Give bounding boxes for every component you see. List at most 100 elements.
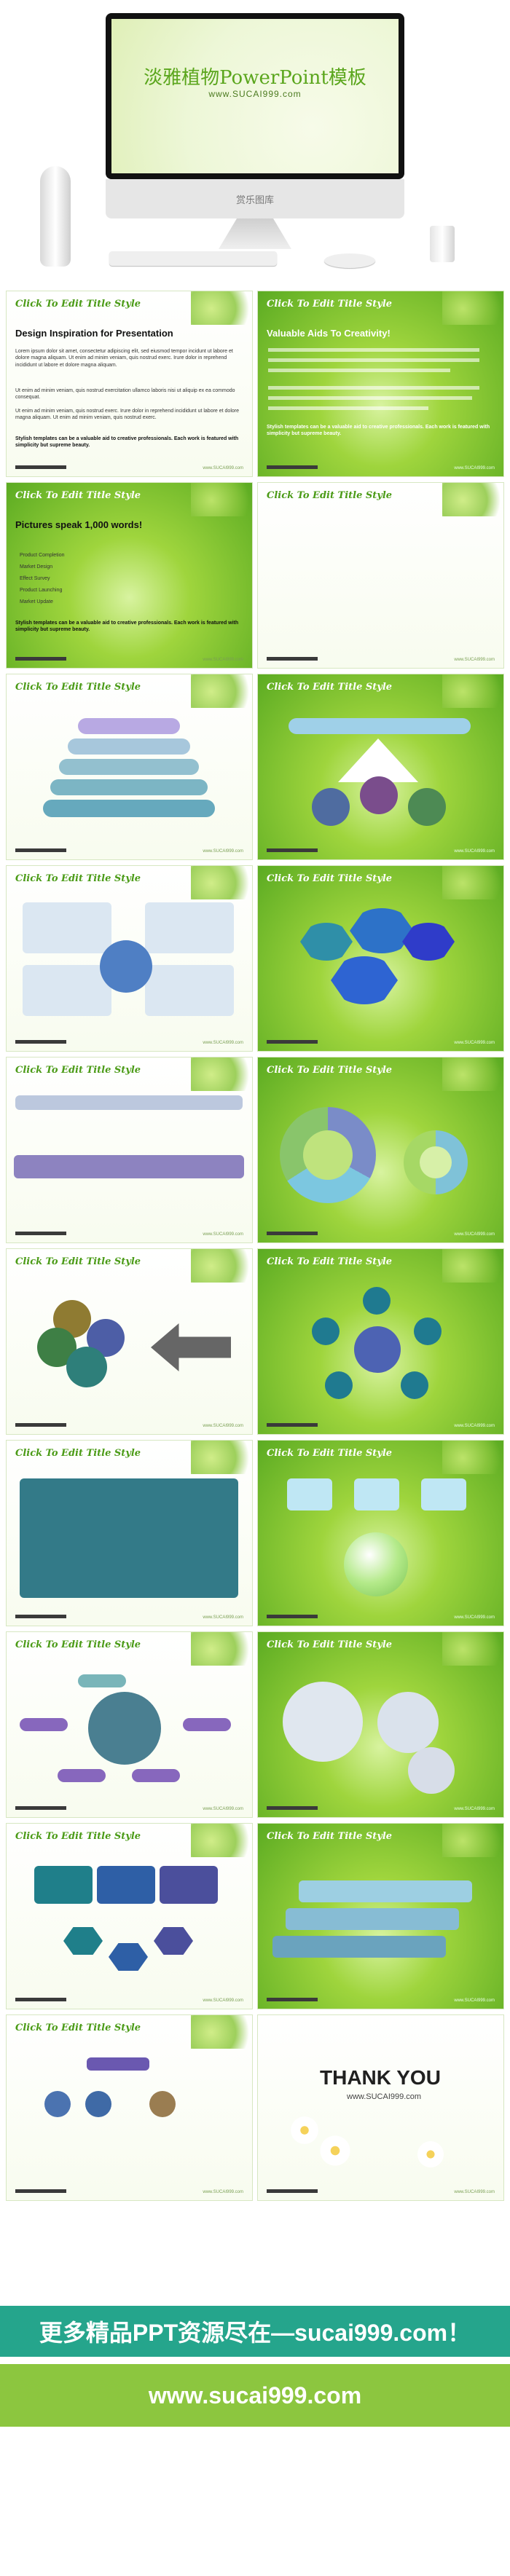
leaf-decoration-icon xyxy=(442,674,503,708)
slide-footer-text: www.SUCAI999.com xyxy=(203,1615,243,1620)
leaf-decoration-icon xyxy=(191,674,252,708)
slide-11: Click To Edit Title Style www.SUCAI999.c… xyxy=(6,1248,253,1435)
footer-bar xyxy=(15,1232,66,1235)
org-node xyxy=(44,2091,71,2117)
slide-footer-text: www.SUCAI999.com xyxy=(454,1041,495,1045)
stack-layer xyxy=(50,779,208,795)
slide-6: Click To Edit Title Style www.SUCAI999.c… xyxy=(257,674,504,860)
slide-title: Click To Edit Title Style xyxy=(15,1831,141,1842)
panel-box xyxy=(15,1095,243,1110)
leaf-decoration-icon xyxy=(191,1249,252,1283)
footer-bar xyxy=(267,657,318,661)
slide-15: Click To Edit Title Style www.SUCAI999.c… xyxy=(6,1631,253,1818)
slide-title: Click To Edit Title Style xyxy=(267,682,393,693)
node-circle xyxy=(401,1371,428,1399)
gear-icon xyxy=(377,1692,439,1753)
slide-footer-text: www.SUCAI999.com xyxy=(454,849,495,854)
slide-title: Click To Edit Title Style xyxy=(15,490,141,501)
slide-footer-text: www.SUCAI999.com xyxy=(203,1041,243,1045)
center-circle xyxy=(88,1692,161,1765)
slide-title: Click To Edit Title Style xyxy=(267,1639,393,1650)
slide-12: Click To Edit Title Style www.SUCAI999.c… xyxy=(257,1248,504,1435)
slide-17: Click To Edit Title Style www.SUCAI999.c… xyxy=(6,1823,253,2009)
table xyxy=(20,1478,238,1598)
hexagon-shape xyxy=(350,908,414,953)
flower-icon xyxy=(318,2133,353,2168)
gear-icon xyxy=(283,1682,363,1762)
slide-title: Click To Edit Title Style xyxy=(267,299,393,310)
leaf-decoration-icon xyxy=(191,1632,252,1666)
slide-footer-text: www.SUCAI999.com xyxy=(203,1807,243,1811)
orbit-pill xyxy=(132,1769,180,1782)
card-box xyxy=(23,902,111,953)
hero-subtitle: www.SUCAI999.com xyxy=(208,89,302,99)
org-node xyxy=(149,2091,176,2117)
slide-paragraph: Ut enim ad minim veniam, quis nostrud ex… xyxy=(15,388,235,401)
slide-bold-paragraph: Stylish templates can be a valuable aid … xyxy=(267,425,490,437)
footer-bar xyxy=(15,848,66,852)
slide-10: Click To Edit Title Style www.SUCAI999.c… xyxy=(257,1057,504,1243)
card-box xyxy=(145,965,234,1016)
slide-footer-text: www.SUCAI999.com xyxy=(454,1807,495,1811)
orbit-pill xyxy=(183,1718,231,1731)
slide-title: Click To Edit Title Style xyxy=(15,873,141,884)
orbit-pill xyxy=(20,1718,68,1731)
stack-layer xyxy=(59,759,199,775)
footer-bar xyxy=(267,1806,318,1810)
placeholder-line xyxy=(268,369,450,372)
slide-1: Click To Edit Title Style Design Inspira… xyxy=(6,291,253,477)
slide-paragraph: Lorem ipsum dolor sit amet, consectetur … xyxy=(15,349,233,368)
org-node xyxy=(85,2091,111,2117)
footer-bar xyxy=(15,1806,66,1810)
org-top xyxy=(87,2057,149,2071)
slide-footer-text: www.SUCAI999.com xyxy=(454,2190,495,2194)
slide-footer-text: www.SUCAI999.com xyxy=(203,1424,243,1428)
slide-bold-paragraph: Stylish templates can be a valuable aid … xyxy=(15,436,239,449)
slide-footer-text: www.SUCAI999.com xyxy=(203,466,243,470)
flower-icon xyxy=(415,2139,446,2170)
placeholder-line xyxy=(268,358,479,362)
slide-title: Click To Edit Title Style xyxy=(15,1639,141,1650)
slide-title: Click To Edit Title Style xyxy=(267,873,393,884)
footer-bar xyxy=(267,465,318,469)
header-box xyxy=(97,1866,155,1904)
pencil-cup-icon xyxy=(430,226,455,262)
leaf-decoration-icon xyxy=(191,483,252,516)
footer-bar xyxy=(15,465,66,469)
footer-bar xyxy=(15,1998,66,2001)
slide-footer-text: www.SUCAI999.com xyxy=(203,849,243,854)
leaf-decoration-icon xyxy=(442,866,503,899)
leaf-decoration-icon xyxy=(191,1824,252,1857)
panel-box xyxy=(14,1155,244,1178)
promo-banner-top[interactable]: 更多精品PPT资源尽在—sucai999.com！ xyxy=(0,2306,510,2357)
promo-banner-bottom[interactable]: www.sucai999.com xyxy=(0,2364,510,2427)
footer-bar xyxy=(267,1423,318,1427)
slide-title: Click To Edit Title Style xyxy=(267,1256,393,1267)
process-box xyxy=(287,1478,332,1510)
slide-footer-text: www.SUCAI999.com xyxy=(203,1232,243,1237)
footer-bar xyxy=(15,2189,66,2193)
hero-section: 淡雅植物PowerPoint模板 www.SUCAI999.com 赏乐图库 xyxy=(0,0,510,280)
cycle-ring-center xyxy=(420,1146,452,1178)
footer-bar xyxy=(15,1040,66,1044)
footer-bar xyxy=(267,2189,318,2193)
slide-footer-text: www.SUCAI999.com xyxy=(454,658,495,662)
step-bar xyxy=(299,1880,472,1902)
slide-2: Click To Edit Title Style Valuable Aids … xyxy=(257,291,504,477)
slide-8: Click To Edit Title Style www.SUCAI999.c… xyxy=(257,865,504,1052)
card-box xyxy=(23,965,111,1016)
slide-title: Click To Edit Title Style xyxy=(267,1065,393,1076)
hub-circle xyxy=(354,1326,401,1373)
slide-16: Click To Edit Title Style www.SUCAI999.c… xyxy=(257,1631,504,1818)
footer-bar xyxy=(15,1615,66,1618)
footer-bar xyxy=(267,1998,318,2001)
hex-box xyxy=(63,1927,103,1955)
slide-18: Click To Edit Title Style www.SUCAI999.c… xyxy=(257,1823,504,2009)
card-box xyxy=(145,902,234,953)
bullet-item: Product Completion xyxy=(20,553,65,558)
node-circle xyxy=(363,1287,391,1315)
leaf-decoration-icon xyxy=(191,1057,252,1091)
process-box xyxy=(354,1478,399,1510)
leaf-decoration-icon xyxy=(442,1632,503,1666)
